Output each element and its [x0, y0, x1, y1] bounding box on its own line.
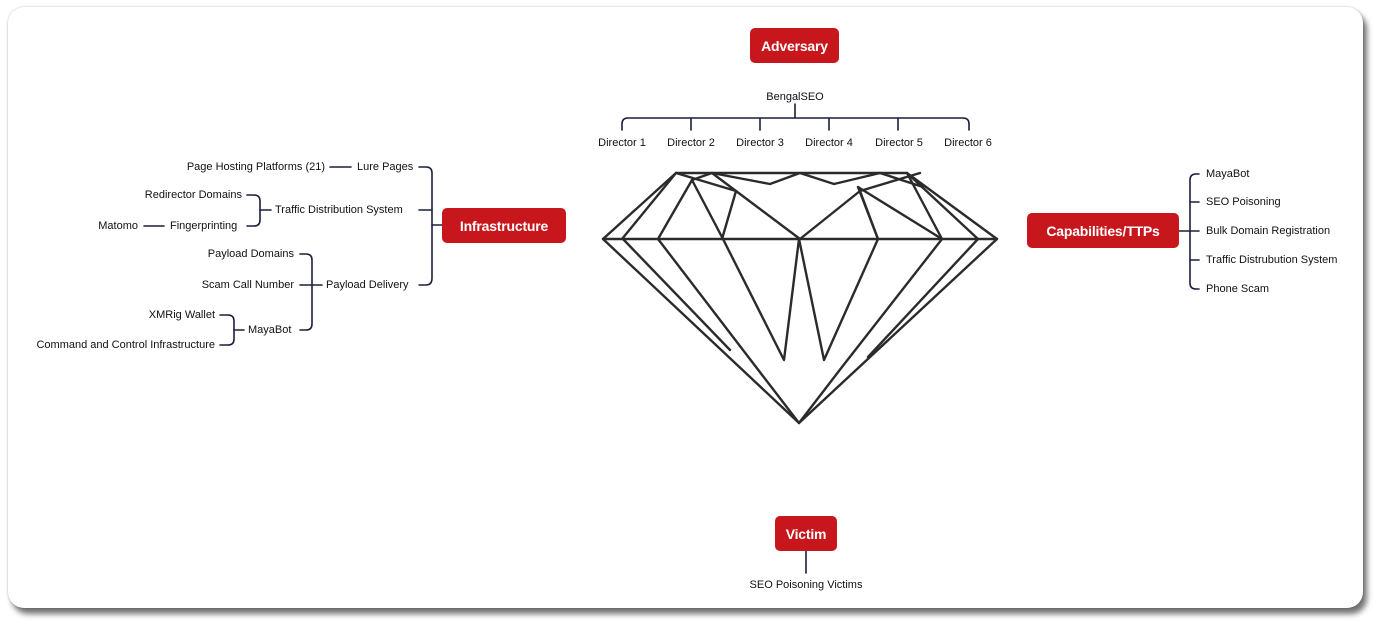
adversary-badge: Adversary — [750, 28, 839, 63]
scam-call-number-label: Scam Call Number — [201, 279, 294, 291]
director-4-label: Director 4 — [805, 137, 853, 149]
capability-item: Phone Scam — [1206, 283, 1269, 295]
director-2-label: Director 2 — [667, 137, 715, 149]
diamond-icon — [601, 171, 999, 425]
payload-domains-label: Payload Domains — [207, 248, 294, 260]
mayabot-infra-label: MayaBot — [248, 324, 292, 336]
victim-badge: Victim — [775, 516, 837, 551]
c2-label: Command and Control Infrastructure — [36, 339, 215, 351]
fingerprinting-label: Fingerprinting — [170, 220, 238, 232]
capability-item: SEO Poisoning — [1206, 196, 1281, 208]
capabilities-badge: Capabilities/TTPs — [1027, 213, 1179, 248]
lure-pages-label: Lure Pages — [357, 161, 414, 173]
victim-item-label: SEO Poisoning Victims — [749, 579, 863, 591]
diagram-card — [8, 7, 1363, 608]
infrastructure-badge: Infrastructure — [442, 208, 566, 243]
director-5-label: Director 5 — [875, 137, 923, 149]
director-1-label: Director 1 — [598, 137, 646, 149]
capability-item: MayaBot — [1206, 168, 1250, 180]
capability-item: Traffic Distrubution System — [1206, 254, 1338, 266]
director-3-label: Director 3 — [736, 137, 784, 149]
matomo-label: Matomo — [98, 220, 138, 232]
xmrig-wallet-label: XMRig Wallet — [148, 309, 215, 321]
payload-delivery-label: Payload Delivery — [326, 279, 409, 291]
capability-item: Bulk Domain Registration — [1206, 225, 1331, 237]
page-hosting-label: Page Hosting Platforms (21) — [186, 161, 325, 173]
director-6-label: Director 6 — [944, 137, 992, 149]
redirector-domains-label: Redirector Domains — [144, 189, 242, 201]
bengalseo-label: BengalSEO — [766, 91, 824, 103]
traffic-distribution-label: Traffic Distribution System — [275, 204, 403, 216]
